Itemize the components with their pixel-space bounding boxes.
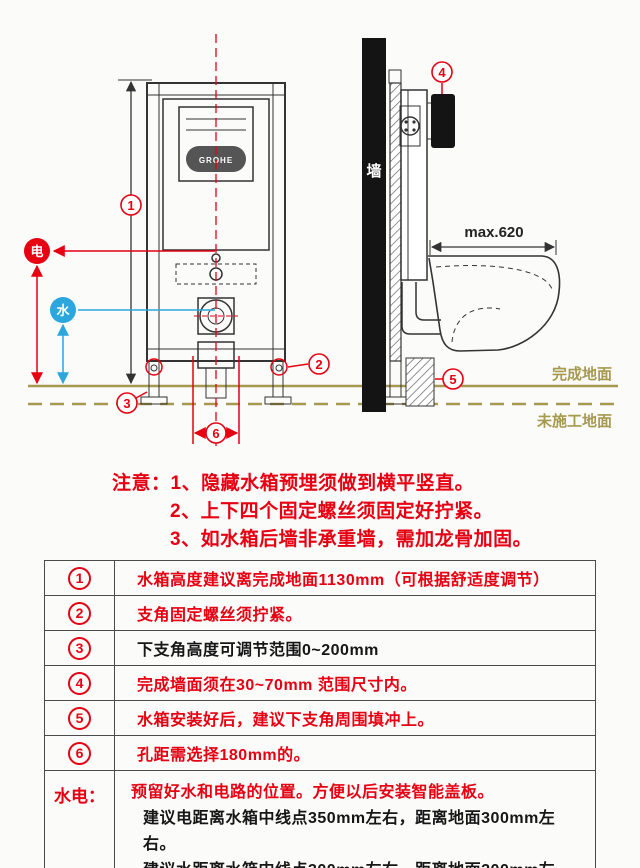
row-text: 孔距需选择180mm的。 [137, 747, 311, 764]
electric-badge: 电 [24, 238, 50, 264]
circled-number: 4 [68, 671, 91, 695]
electric-label: 电 [30, 244, 43, 259]
notes-block: 注意：1、隐藏水箱预埋须做到横平竖直。 2、上下四个固定螺丝须固定好拧紧。 3、… [112, 470, 532, 554]
table-row: 3 下支角高度可调节范围0~200mm [45, 630, 595, 665]
table-row: 5 水箱安装好后，建议下支角周围填冲上。 [45, 700, 595, 735]
circled-number: 5 [68, 706, 91, 730]
svg-text:2: 2 [315, 357, 322, 372]
circled-number: 2 [68, 601, 91, 625]
note-line-2: 2、上下四个固定螺丝须固定好拧紧。 [170, 501, 494, 522]
installation-diagram: GROHE [24, 34, 618, 446]
svg-text:4: 4 [438, 65, 446, 80]
row-text: 完成墙面须在30~70mm 范围尺寸内。 [137, 677, 417, 694]
svg-text:1: 1 [127, 198, 134, 213]
unfinished-floor-label: 未施工地面 [536, 412, 612, 430]
table-row-hydro: 水电： 预留好水和电路的位置。方便以后安装智能盖板。 建议电距离水箱中线点350… [45, 770, 595, 868]
svg-text:6: 6 [212, 426, 219, 441]
svg-text:3: 3 [123, 396, 130, 411]
callout-4: 4 [431, 61, 453, 83]
circled-number: 1 [68, 566, 91, 590]
hydro-line-2: 建议电距离水箱中线点350mm左右，距离地面300mm左右。 [143, 810, 556, 853]
callout-6: 6 [205, 422, 227, 444]
svg-text:5: 5 [449, 372, 456, 387]
finished-floor-label: 完成地面 [552, 365, 612, 383]
row-text: 水箱安装好后，建议下支角周围填冲上。 [137, 712, 435, 729]
diagram-svg: GROHE [24, 34, 618, 446]
circled-number: 3 [68, 636, 91, 660]
hydro-line-3: 建议水距离水箱中线点300mm左右，距离地面200mm左右。 [131, 858, 587, 868]
wall: 墙 [362, 38, 386, 412]
spec-table: 1 水箱高度建议离完成地面1130mm（可根据舒适度调节） 2 支角固定螺丝须拧… [44, 560, 596, 868]
row-text: 水箱高度建议离完成地面1130mm（可根据舒适度调节） [137, 572, 550, 589]
table-row: 6 孔距需选择180mm的。 [45, 735, 595, 770]
water-label: 水 [56, 303, 70, 318]
row-text: 支角固定螺丝须拧紧。 [137, 607, 303, 624]
callout-1: 1 [120, 194, 142, 216]
table-row: 1 水箱高度建议离完成地面1130mm（可根据舒适度调节） [45, 561, 595, 595]
flush-plate-badge [186, 146, 246, 172]
row-text: 下支角高度可调节范围0~200mm [137, 642, 379, 659]
actuator-plate [431, 94, 455, 148]
table-row: 2 支角固定螺丝须拧紧。 [45, 595, 595, 630]
wall-label: 墙 [366, 162, 381, 180]
front-view-frame [140, 82, 292, 405]
note-line-3: 3、如水箱后墙非承重墙，需加龙骨加固。 [170, 529, 533, 550]
side-view [382, 69, 561, 407]
water-badge: 水 [50, 297, 76, 323]
foot-fill-hatch [405, 357, 435, 407]
hydro-line-1: 预留好水和电路的位置。方便以后安装智能盖板。 [131, 784, 495, 801]
annotation-lines [31, 34, 443, 446]
callout-3: 3 [116, 392, 138, 414]
toilet-bowl-outline [428, 255, 561, 352]
flush-mechanism-icon [400, 116, 420, 136]
left-foot [148, 360, 160, 398]
callout-2: 2 [308, 353, 330, 375]
circled-number: 6 [68, 741, 91, 765]
note-line-1: 注意：1、隐藏水箱预埋须做到横平竖直。 [112, 473, 475, 494]
max-dimension-label: max.620 [464, 224, 523, 241]
max-dimension: max.620 [429, 224, 557, 255]
hydro-label: 水电： [54, 787, 105, 806]
notes-heading: 注意： [112, 473, 171, 494]
callout-5: 5 [442, 368, 464, 390]
table-row: 4 完成墙面须在30~70mm 范围尺寸内。 [45, 665, 595, 700]
